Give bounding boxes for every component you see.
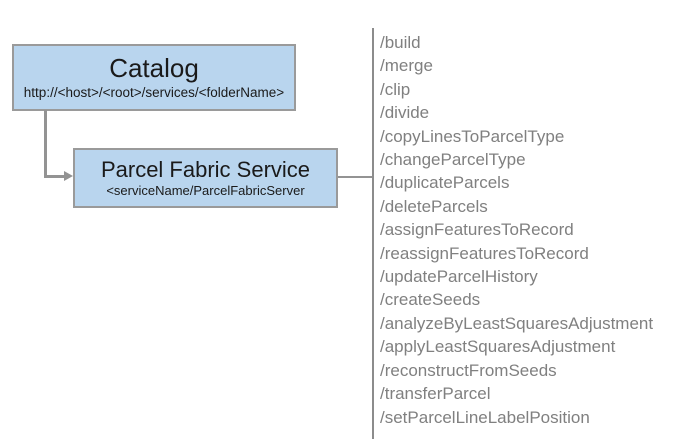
node-catalog: Catalog http://<host>/<root>/services/<f… [12, 44, 296, 111]
operation-item: /analyzeByLeastSquaresAdjustment [380, 313, 654, 333]
operation-item: /clip [380, 79, 411, 99]
node-parcel-fabric-service: Parcel Fabric Service <serviceName/Parce… [73, 148, 338, 208]
connector-catalog-horizontal-segment [44, 175, 68, 178]
operation-item: /transferParcel [380, 384, 491, 404]
node-parcel-fabric-service-path: <serviceName/ParcelFabricServer [106, 182, 305, 198]
operation-item: /reassignFeaturesToRecord [380, 243, 589, 263]
operation-item: /createSeeds [380, 290, 481, 310]
operation-item: /merge [380, 56, 433, 76]
node-catalog-title: Catalog [109, 53, 199, 84]
operation-item: /build [380, 33, 421, 52]
operation-item: /reconstructFromSeeds [380, 360, 557, 380]
operations-divider [372, 28, 374, 439]
connector-service-to-operations [338, 176, 373, 178]
operation-item: /setParcelLineLabelPosition [380, 407, 590, 427]
operation-item: /updateParcelHistory [380, 267, 538, 287]
connector-arrowhead-icon [64, 171, 73, 181]
operation-item: /divide [380, 103, 430, 123]
connector-catalog-vertical-segment [44, 110, 47, 178]
operation-item: /assignFeaturesToRecord [380, 220, 574, 240]
operation-item: /deleteParcels [380, 196, 488, 216]
operation-item: /changeParcelType [380, 150, 526, 170]
operation-item: /copyLinesToParcelType [380, 126, 565, 146]
operation-item: /duplicateParcels [380, 173, 510, 193]
node-catalog-url: http://<host>/<root>/services/<folderNam… [23, 84, 285, 100]
operations-list: /build/merge/clip/divide/copyLinesToParc… [380, 31, 680, 429]
operation-item: /applyLeastSquaresAdjustment [380, 337, 616, 357]
node-parcel-fabric-service-title: Parcel Fabric Service [100, 156, 311, 182]
